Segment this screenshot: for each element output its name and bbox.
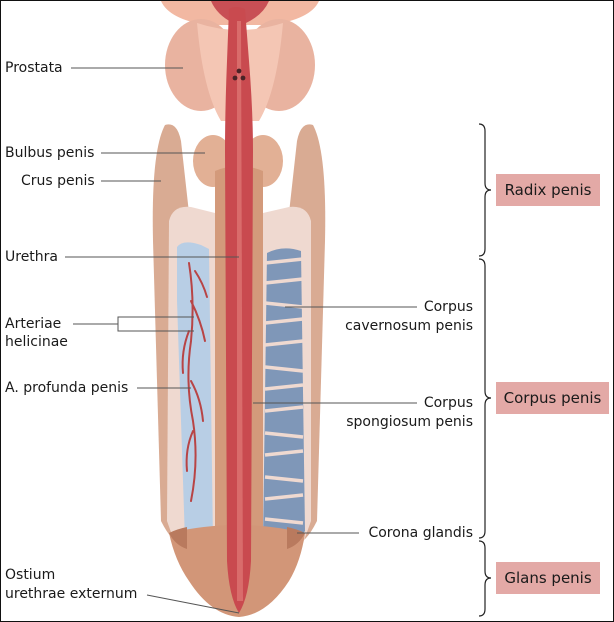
- corpus-cavernosum-left: [177, 242, 213, 549]
- label-urethra: Urethra: [5, 249, 59, 265]
- arteria-profunda-penis: [181, 262, 208, 502]
- region-radix-penis: Radix penis: [496, 174, 600, 206]
- label-ostium-line2: urethrae externum: [5, 586, 138, 602]
- brace-radix: [478, 123, 492, 257]
- label-crus-penis: Crus penis: [21, 173, 95, 189]
- label-corona-glandis: Corona glandis: [368, 525, 473, 541]
- corona-glandis-rim: [169, 527, 305, 549]
- label-prostata: Prostata: [5, 60, 63, 76]
- label-arteriae-helicinae-line2: helicinae: [5, 334, 68, 350]
- label-bulbus-penis: Bulbus penis: [5, 145, 95, 161]
- label-corpus-cavernosum-line1: Corpus: [423, 299, 473, 315]
- label-corpus-spongiosum-line1: Corpus: [423, 395, 473, 411]
- region-corpus-penis: Corpus penis: [496, 382, 609, 414]
- region-glans-penis: Glans penis: [496, 562, 600, 594]
- brace-corpus: [478, 258, 492, 539]
- corpus-cavernosum-right: [263, 248, 305, 546]
- label-corpus-cavernosum-line2: cavernosum penis: [345, 318, 473, 334]
- urethra-highlight: [237, 21, 243, 601]
- label-a-profunda-penis: A. profunda penis: [5, 380, 129, 396]
- cavernous-trabeculae: [264, 257, 304, 525]
- label-ostium-line1: Ostium: [5, 567, 56, 583]
- label-arteriae-helicinae-line1: Arteriae: [5, 316, 62, 332]
- seminal-openings: [232, 68, 246, 81]
- label-corpus-spongiosum-line2: spongiosum penis: [346, 414, 473, 430]
- region-braces: [478, 123, 492, 617]
- brace-glans: [478, 540, 492, 617]
- leader-lines: [65, 67, 417, 614]
